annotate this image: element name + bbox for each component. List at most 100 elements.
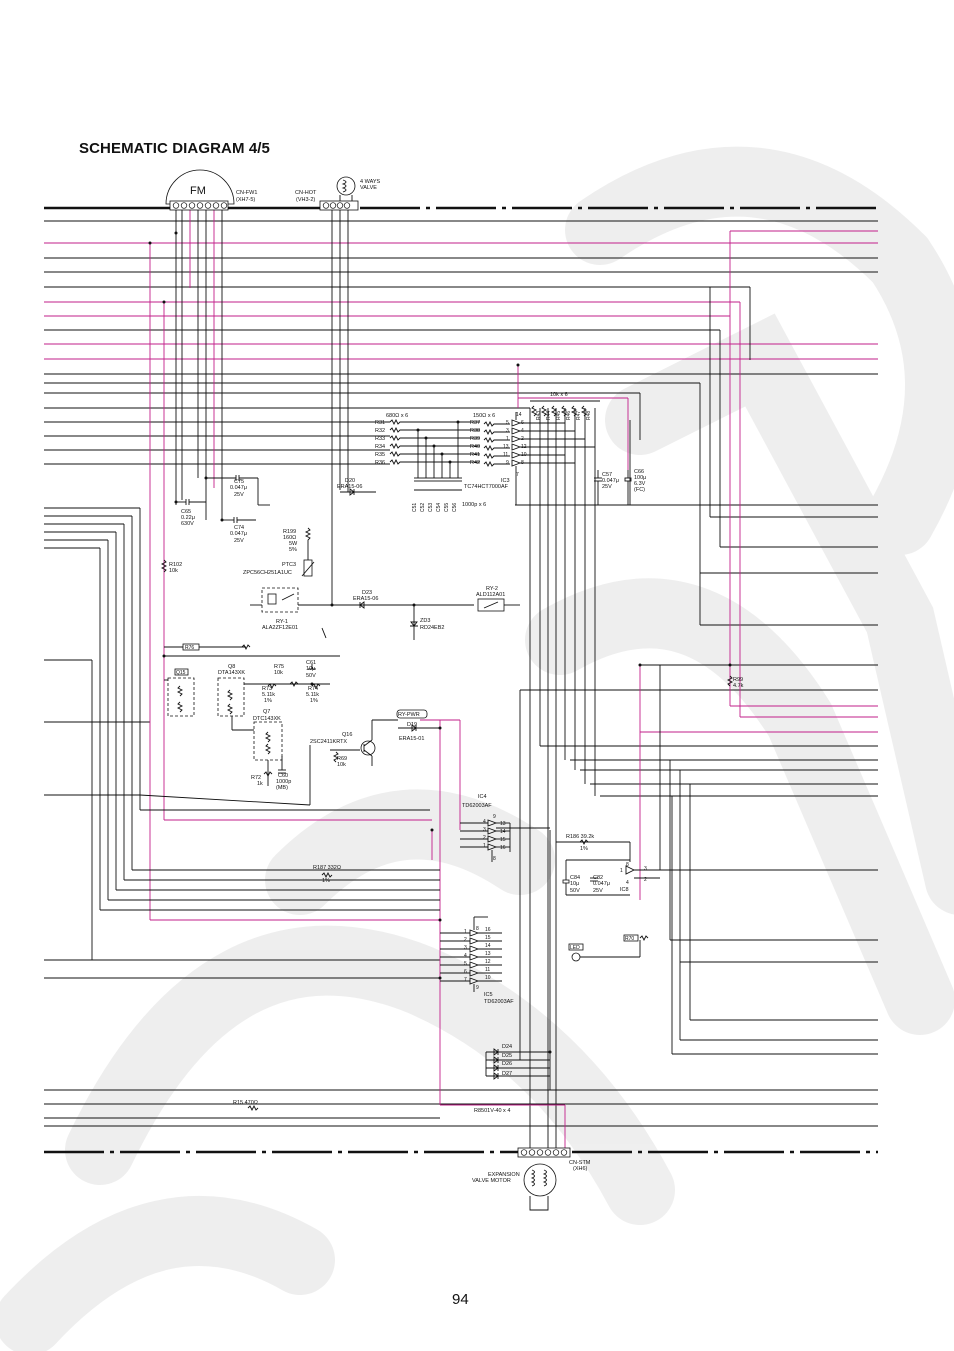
ic5-pin-11: 11 bbox=[485, 967, 490, 973]
r187: R187 332Ω 1% bbox=[313, 865, 341, 884]
cn-hot-sub: (VH3-2) bbox=[296, 197, 315, 203]
c60-type: (MB) bbox=[276, 785, 288, 791]
r15-label: R15 470Ω bbox=[233, 1100, 258, 1106]
c66-voltage: 6.3V bbox=[634, 481, 646, 487]
q15-label: Q15 bbox=[176, 670, 186, 676]
c66-type: (FC) bbox=[634, 487, 645, 493]
r73-value: 5.11k bbox=[262, 692, 275, 698]
c74-value: 0.047μ bbox=[230, 531, 247, 537]
r41-label: R41 bbox=[470, 452, 480, 458]
c75-value: 0.047μ bbox=[230, 485, 247, 491]
c75-voltage: 25V bbox=[234, 492, 244, 498]
r46-label: R46 bbox=[566, 411, 572, 420]
ic5-pin-2: 2 bbox=[464, 937, 467, 943]
ptc3-label: PTC3 bbox=[282, 562, 296, 568]
ic5-pin-1: 1 bbox=[464, 929, 467, 935]
ptc3-part: ZPC56CH251A1UC bbox=[243, 570, 292, 576]
led-label: LED bbox=[570, 945, 580, 951]
q16-label: Q16 bbox=[342, 732, 352, 738]
ic4-pin-8: 8 bbox=[493, 856, 496, 862]
c60-value: 1000p bbox=[276, 779, 291, 785]
d20: D20 ERA15-06 bbox=[337, 478, 376, 496]
c52-label: C52 bbox=[420, 503, 426, 512]
relay-section: D23 ERA15-06 RY-1 ALA2ZF12E01 RY-2 ALD11… bbox=[250, 586, 520, 640]
cn-stm-connector: CN-STM (XH6) EXPANSION VALVE MOTOR bbox=[472, 1147, 591, 1211]
ic3-pin-l5: 11 bbox=[503, 452, 508, 458]
ic4-pin-1: 1 bbox=[483, 843, 486, 849]
r33-label: R33 bbox=[375, 436, 385, 442]
c54-label: C54 bbox=[436, 503, 442, 512]
r186-tol: 1% bbox=[580, 846, 588, 852]
r69-value: 10k bbox=[337, 762, 346, 768]
r47-label: R47 bbox=[576, 411, 582, 420]
ic5-pin-7: 7 bbox=[464, 977, 467, 983]
r187-label: R187 332Ω bbox=[313, 865, 341, 871]
r48-label: R48 bbox=[586, 411, 592, 420]
d27-label: D27 bbox=[502, 1071, 512, 1077]
ic4-pin-15: 15 bbox=[500, 837, 506, 843]
d20-label: D20 bbox=[345, 478, 355, 484]
motor-label-1: EXPANSION bbox=[488, 1172, 520, 1178]
r39-label: R39 bbox=[470, 436, 480, 442]
c82-voltage: 25V bbox=[593, 888, 603, 894]
ry1-label: RY-1 bbox=[276, 619, 288, 625]
r199-tol: 5% bbox=[289, 547, 297, 553]
r186-label: R186 39.2k bbox=[566, 834, 594, 840]
ic5-name: IC5 bbox=[484, 992, 493, 998]
d25-label: D25 bbox=[502, 1053, 512, 1059]
r42-label: R42 bbox=[470, 460, 480, 466]
ic4-pin-14: 14 bbox=[500, 829, 506, 835]
q16-section: Q16 2SC2411KRTX RY-PWR D19 ERA15-01 R69 … bbox=[310, 709, 440, 768]
c74-voltage: 25V bbox=[234, 538, 244, 544]
ic3-pin-l6: 9 bbox=[506, 460, 509, 466]
d19-part: ERA15-01 bbox=[399, 736, 424, 742]
r44-label: R44 bbox=[546, 411, 552, 420]
ic4-name: IC4 bbox=[478, 794, 487, 800]
c61-voltage: 50V bbox=[306, 673, 316, 679]
r72-label: R72 bbox=[251, 775, 261, 781]
ry-pwr-label: RY-PWR bbox=[398, 712, 420, 718]
ic5-pin-10: 10 bbox=[485, 975, 491, 981]
r45-label: R45 bbox=[556, 411, 562, 420]
r74-value: 5.11k bbox=[306, 692, 319, 698]
ic5: 1 2 3 4 5 6 7 16 15 14 13 12 11 10 8 9 I… bbox=[440, 916, 514, 1005]
ry1-part: ALA2ZF12E01 bbox=[262, 625, 298, 631]
c51-label: C51 bbox=[412, 503, 418, 512]
ic5-pin-15: 15 bbox=[485, 935, 491, 941]
page-title: SCHEMATIC DIAGRAM 4/5 bbox=[79, 140, 270, 157]
ic3-pin-l1: 5 bbox=[506, 420, 509, 426]
ic5-pin-8: 8 bbox=[476, 926, 479, 932]
ic4-part: TD62003AF bbox=[462, 803, 492, 809]
r102: R102 10k bbox=[160, 559, 182, 574]
zd3-label: ZD3 bbox=[420, 618, 430, 624]
r76-label: R76 bbox=[185, 645, 194, 651]
c82-value: 0.047μ bbox=[593, 881, 610, 887]
ic3-pin-l4: 13 bbox=[503, 444, 509, 450]
q7: Q7 DTC143XK R72 1k C60 1000p (MB) bbox=[231, 709, 291, 791]
c65-label: C65 bbox=[181, 509, 191, 515]
d19-label: D19 bbox=[407, 722, 417, 728]
ic4-pin-13: 13 bbox=[500, 821, 506, 827]
r8501-label: R8501V-40 x 4 bbox=[474, 1108, 510, 1114]
c66-label: C66 bbox=[634, 469, 644, 475]
r69-label: R69 bbox=[337, 756, 347, 762]
r99-label: R99 bbox=[733, 677, 743, 683]
q8-part: DTA143XK bbox=[218, 670, 245, 676]
r40-label: R40 bbox=[470, 444, 480, 450]
q8-label: Q8 bbox=[228, 664, 235, 670]
d23-part: ERA15-06 bbox=[353, 596, 378, 602]
ry2-part: ALD112A01 bbox=[476, 592, 505, 598]
ic5-pin-16: 16 bbox=[485, 927, 491, 933]
d24-label: D24 bbox=[502, 1044, 512, 1050]
c61-value: 10μ bbox=[306, 666, 315, 672]
c84-voltage: 50V bbox=[570, 888, 580, 894]
c57-voltage: 25V bbox=[602, 484, 612, 490]
ic3: 14 7 5 3 1 13 11 9 6 4 2 12 10 8 IC3 TC7… bbox=[464, 412, 595, 505]
c65-voltage: 630V bbox=[181, 521, 194, 527]
ic3-pin-l3: 1 bbox=[506, 436, 509, 442]
ic5-pin-9: 9 bbox=[476, 985, 479, 991]
ic4-pin-2: 2 bbox=[483, 835, 486, 841]
res-bank-right-header: 150Ω x 6 bbox=[473, 413, 495, 419]
c57-label: C57 bbox=[602, 472, 612, 478]
